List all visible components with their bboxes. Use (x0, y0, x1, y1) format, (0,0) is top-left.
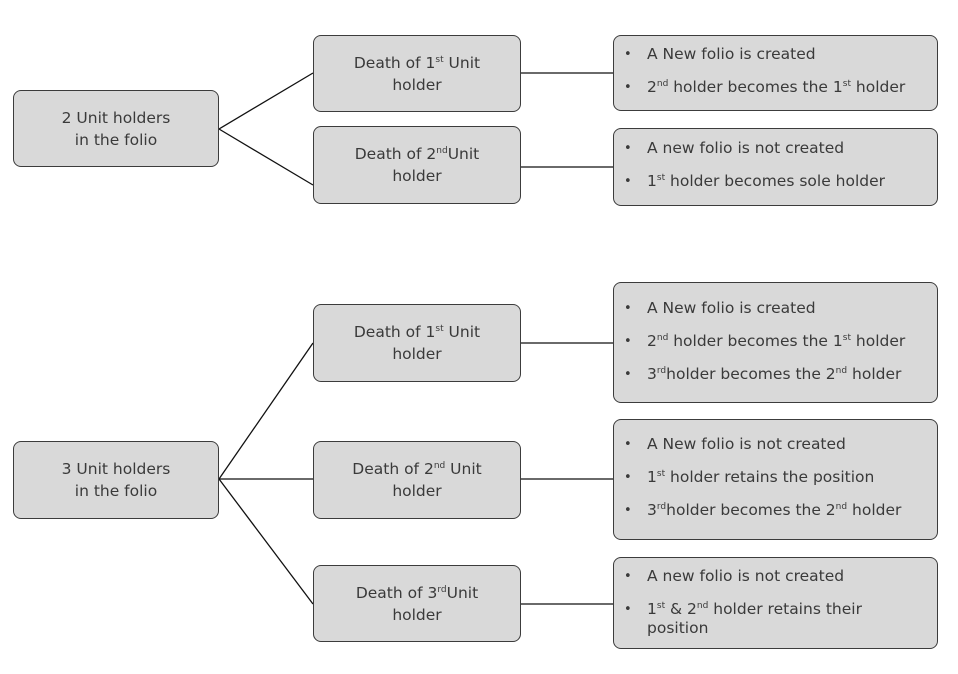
node-text-line: Death of 2nd Unit (352, 460, 482, 478)
bullet-icon: • (624, 334, 632, 349)
outcome-item: • 1st & 2nd holder retains their position (624, 600, 929, 638)
outcome-box-death-3rd-holder: • A new folio is not created • 1st & 2nd h… (613, 557, 938, 649)
outcome-box-death-2nd-holder: • A New folio is not created • 1st holder … (613, 419, 938, 540)
ordinal-suffix: st (842, 79, 851, 89)
outcome-box-death-2nd-holder: • A new folio is not created • 1st holder … (613, 128, 938, 206)
node-text-line: holder (392, 75, 442, 94)
outcome-box-death-1st-holder: • A New folio is created • 2nd holder beco… (613, 282, 938, 403)
outcome-item: • 2nd holder becomes the 1st holder (624, 332, 929, 351)
ordinal-suffix: nd (835, 366, 848, 376)
outcome-list: • A New folio is not created • 1st holder … (624, 435, 929, 520)
root-node-3-holders: 3 Unit holders in the folio (13, 441, 219, 519)
node-text-line: holder (392, 605, 442, 624)
connector-root-to-event (218, 128, 314, 186)
outcome-text: 1st holder becomes sole holder (647, 172, 886, 190)
bullet-icon: • (624, 602, 632, 617)
ordinal-suffix: nd (436, 146, 448, 156)
node-text-line: in the folio (74, 482, 158, 500)
outcome-box-death-1st-holder: • A New folio is created • 2nd holder beco… (613, 35, 938, 111)
connector-root-to-event (218, 72, 314, 130)
ordinal-suffix: st (842, 333, 851, 343)
node-text-line: holder (392, 345, 442, 363)
outcome-text: 2nd holder becomes the 1st holder (647, 332, 906, 350)
bullet-icon: • (624, 367, 632, 382)
node-text-line: in the folio (74, 130, 158, 149)
ordinal-suffix: nd (433, 461, 446, 471)
node-text-line: holder (392, 482, 442, 500)
ordinal-suffix: st (656, 469, 666, 479)
outcome-item: • 1st holder retains the position (624, 468, 929, 487)
outcome-list: • A New folio is created • 2nd holder beco… (624, 45, 929, 97)
outcome-item: • A new folio is not created (624, 139, 929, 158)
event-node-death-1st-holder: Death of 1st Unit holder (313, 35, 521, 112)
outcome-item: • A new folio is not created (624, 567, 929, 586)
outcome-list: • A New folio is created • 2nd holder beco… (624, 299, 929, 384)
node-text-line: 2 Unit holders (61, 108, 171, 127)
outcome-text: 3rdholder becomes the 2nd holder (647, 365, 902, 383)
bullet-icon: • (624, 47, 632, 62)
outcome-item: • 3rdholder becomes the 2nd holder (624, 365, 929, 384)
outcome-text: A New folio is created (647, 45, 816, 63)
ordinal-suffix: nd (656, 333, 669, 343)
bullet-icon: • (624, 470, 632, 485)
outcome-text: A New folio is not created (647, 435, 846, 453)
ordinal-suffix: st (435, 54, 444, 65)
outcome-list: • A new folio is not created • 1st & 2nd h… (624, 567, 929, 638)
node-text-line: 3 Unit holders (61, 460, 171, 478)
ordinal-suffix: rd (656, 502, 667, 512)
node-text-line: Death of 2ndUnit (354, 145, 480, 163)
ordinal-suffix: rd (656, 366, 667, 376)
outcome-item: • A New folio is created (624, 299, 929, 318)
bullet-icon: • (624, 437, 632, 452)
bullet-icon: • (624, 174, 632, 189)
outcome-item: • A New folio is not created (624, 435, 929, 454)
root-node-2-holders: 2 Unit holders in the folio (13, 90, 219, 167)
outcome-item: • 2nd holder becomes the 1st holder (624, 78, 929, 97)
event-node-death-1st-holder: Death of 1st Unit holder (313, 304, 521, 382)
outcome-text: 3rdholder becomes the 2nd holder (647, 501, 902, 519)
ordinal-suffix: st (656, 601, 666, 611)
outcome-text: 1st & 2nd holder retains their position (647, 600, 862, 637)
event-node-death-3rd-holder: Death of 3rdUnit holder (313, 565, 521, 642)
bullet-icon: • (624, 80, 632, 95)
connector-root-to-event (218, 342, 314, 480)
outcome-text: A new folio is not created (647, 139, 845, 157)
ordinal-suffix: st (435, 324, 444, 334)
ordinal-suffix: nd (835, 502, 848, 512)
outcome-text: A New folio is created (647, 299, 816, 317)
outcome-list: • A new folio is not created • 1st holder … (624, 139, 929, 191)
event-node-death-2nd-holder: Death of 2nd Unit holder (313, 441, 521, 519)
bullet-icon: • (624, 141, 632, 156)
bullet-icon: • (624, 569, 632, 584)
outcome-text: 1st holder retains the position (647, 468, 875, 486)
ordinal-suffix: rd (437, 584, 447, 595)
outcome-text: A new folio is not created (647, 567, 845, 585)
node-text-line: holder (392, 167, 442, 185)
outcome-item: • 1st holder becomes sole holder (624, 172, 929, 191)
connector-root-to-event (218, 478, 314, 605)
ordinal-suffix: st (656, 173, 666, 183)
outcome-item: • 3rdholder becomes the 2nd holder (624, 501, 929, 520)
node-text-line: Death of 1st Unit (353, 323, 481, 341)
outcome-text: 2nd holder becomes the 1st holder (647, 78, 906, 96)
event-node-death-2nd-holder: Death of 2ndUnit holder (313, 126, 521, 204)
node-text-line: Death of 1st Unit (353, 53, 481, 72)
ordinal-suffix: nd (696, 601, 709, 611)
bullet-icon: • (624, 503, 632, 518)
ordinal-suffix: nd (656, 79, 669, 89)
node-text-line: Death of 3rdUnit (355, 583, 479, 602)
bullet-icon: • (624, 301, 632, 316)
outcome-item: • A New folio is created (624, 45, 929, 64)
